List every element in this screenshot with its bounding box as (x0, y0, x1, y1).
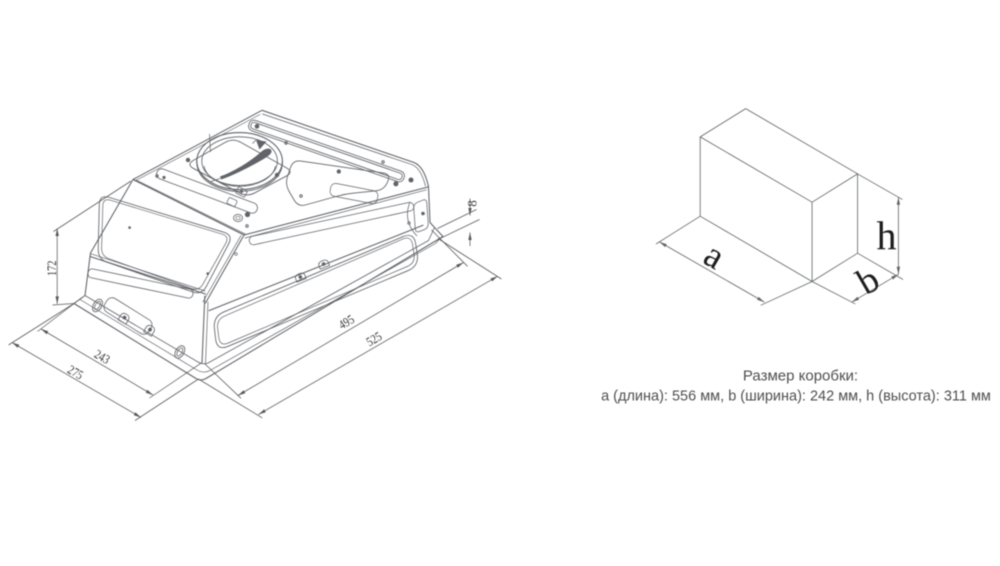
svg-text:Размер коробки:: Размер коробки: (743, 368, 858, 385)
svg-text:h: h (877, 213, 897, 258)
svg-text:172: 172 (44, 261, 59, 277)
svg-text:495: 495 (336, 311, 357, 332)
svg-text:243: 243 (92, 346, 113, 367)
svg-text:a (длина): 556 мм, b (ширина):: a (длина): 556 мм, b (ширина): 242 мм, h… (601, 389, 991, 405)
svg-text:525: 525 (363, 328, 384, 349)
svg-text:8: 8 (465, 200, 480, 207)
svg-text:275: 275 (65, 362, 86, 383)
